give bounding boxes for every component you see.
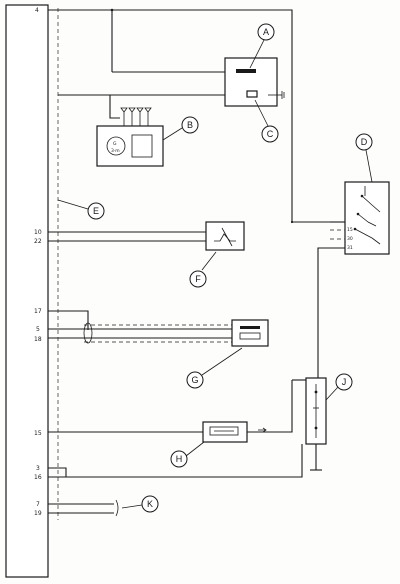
pin-label-16: 16: [34, 474, 42, 481]
svg-text:E: E: [93, 206, 99, 216]
k-wires: [48, 499, 119, 517]
sensor-g-icon: [231, 319, 269, 347]
svg-text:G: G: [113, 141, 117, 147]
switch-d-wires: [317, 221, 345, 380]
pin-label-3: 3: [36, 465, 40, 472]
pin-label-19: 19: [34, 510, 42, 517]
pin-label-10: 10: [34, 229, 42, 236]
switch-pin-15: 15: [347, 227, 353, 233]
fuse-j-wires: [48, 379, 317, 478]
pin-label-4: 4: [35, 7, 39, 14]
callout-k: K: [141, 495, 159, 513]
svg-text:D: D: [361, 137, 368, 147]
svg-text:B: B: [187, 120, 193, 130]
svg-text:J: J: [342, 377, 347, 387]
svg-text:3·m: 3·m: [111, 148, 120, 154]
component-h-wires: [48, 380, 293, 433]
callout-leaders: [57, 39, 373, 509]
sensor-icon: [205, 221, 245, 251]
callout-f: F: [189, 270, 207, 288]
callout-e: E: [87, 202, 105, 220]
callout-b: B: [181, 116, 199, 134]
callout-c: C: [261, 125, 279, 143]
svg-text:F: F: [195, 274, 201, 284]
svg-text:H: H: [176, 454, 183, 464]
sensor-f-wires: [48, 231, 206, 242]
fuse-icon: [305, 377, 327, 445]
pin-label-7: 7: [36, 501, 40, 508]
svg-text:G: G: [191, 375, 198, 385]
module-b-wires: [58, 94, 225, 126]
pin-label-5: 5: [36, 326, 40, 333]
svg-text:K: K: [147, 499, 153, 509]
relay-icon: [224, 57, 285, 107]
pin-label-17: 17: [34, 308, 42, 315]
pin-label-22: 22: [34, 238, 42, 245]
callout-h: H: [170, 450, 188, 468]
sensor-g-wires: [48, 310, 232, 344]
main-supply-wire: [48, 8, 330, 224]
switch-pin-31: 31: [347, 245, 353, 251]
pin-label-18: 18: [34, 336, 42, 343]
switch-assembly-icon: 15 30 31: [344, 181, 390, 255]
ecu-block: [5, 4, 49, 578]
callout-a: A: [257, 23, 275, 41]
svg-text:A: A: [263, 27, 269, 37]
component-h-icon: [202, 421, 248, 443]
callout-d: D: [355, 133, 373, 151]
pin-label-15: 15: [34, 430, 42, 437]
callout-g: G: [186, 371, 204, 389]
callout-j: J: [335, 373, 353, 391]
switch-pin-30: 30: [347, 236, 353, 242]
svg-text:C: C: [267, 129, 274, 139]
ecu-module-icon: G 3·m: [96, 125, 164, 167]
